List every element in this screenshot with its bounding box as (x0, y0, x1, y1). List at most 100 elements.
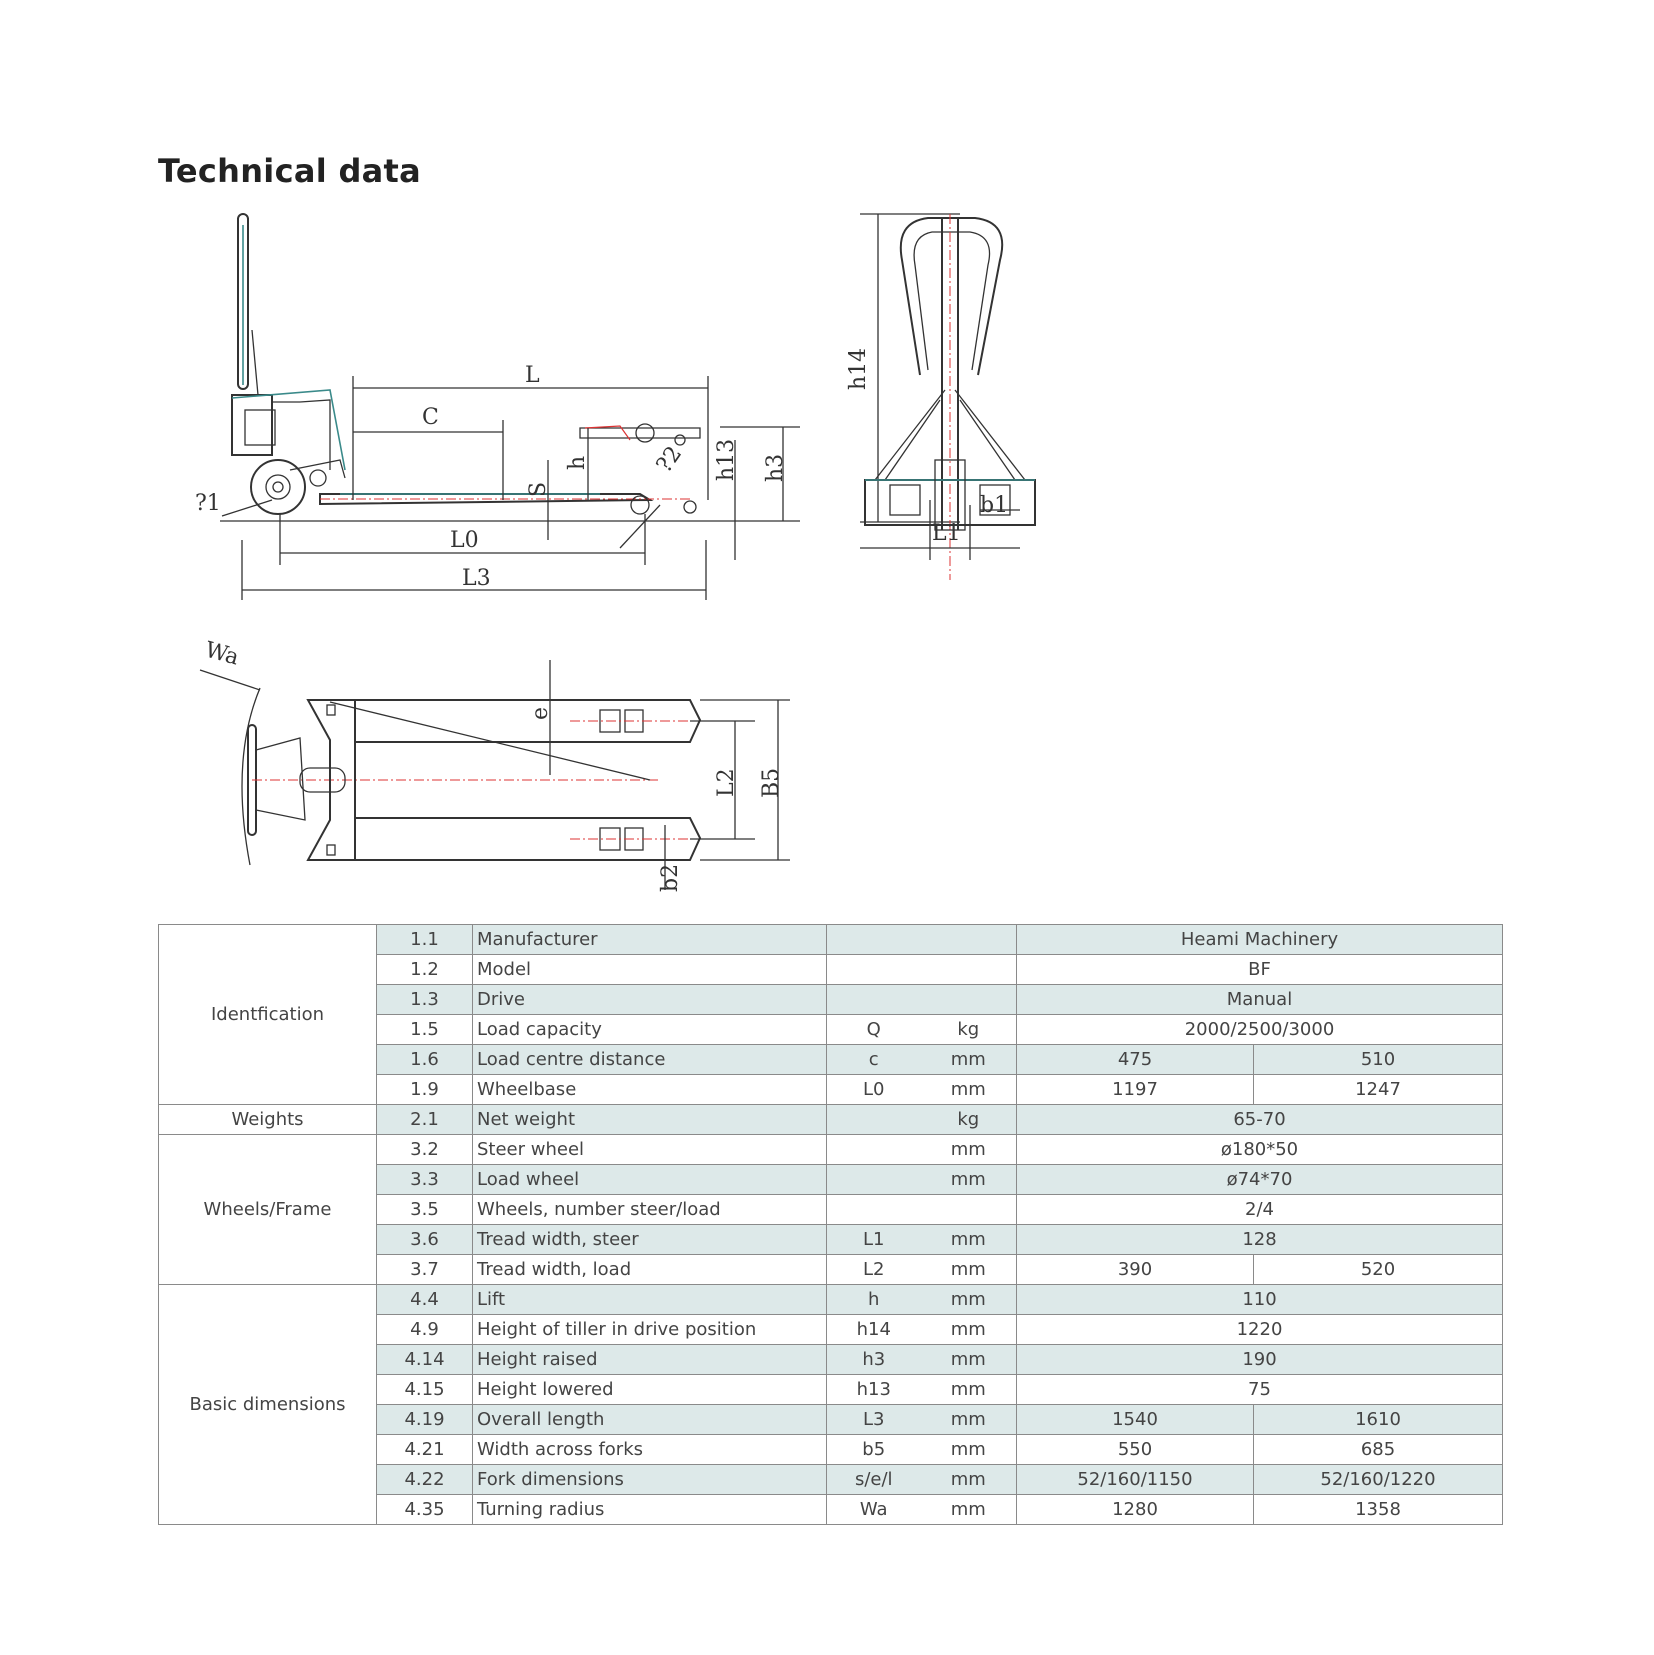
row-unit: kg (920, 1014, 1017, 1045)
row-symbol: b5 (826, 1434, 921, 1465)
group-label: Wheels/Frame (158, 1134, 377, 1285)
row-name: Tread width, steer (472, 1224, 827, 1255)
row-number: 4.15 (376, 1374, 473, 1405)
row-symbol: L0 (826, 1074, 921, 1105)
dim-Wa: Wa (202, 638, 241, 671)
row-number: 1.9 (376, 1074, 473, 1105)
row-value: 190 (1016, 1344, 1503, 1375)
front-view-drawing: h14 b1 L1 (846, 213, 1036, 580)
row-unit (920, 1194, 1017, 1225)
row-symbol: L2 (826, 1254, 921, 1285)
row-value-1: 1197 (1016, 1074, 1254, 1105)
row-number: 3.7 (376, 1254, 473, 1285)
top-view-drawing: Wa e L2 B5 b2 (199, 638, 790, 892)
row-unit (920, 984, 1017, 1015)
row-number: 3.6 (376, 1224, 473, 1255)
row-value: 2000/2500/3000 (1016, 1014, 1503, 1045)
row-value: 128 (1016, 1224, 1503, 1255)
dim-S: S (526, 482, 551, 497)
row-unit: mm (920, 1254, 1017, 1285)
group-label: Identfication (158, 924, 377, 1105)
row-number: 1.1 (376, 924, 473, 955)
row-value: 75 (1016, 1374, 1503, 1405)
row-number: 4.14 (376, 1344, 473, 1375)
row-unit (920, 924, 1017, 955)
row-value-2: 510 (1253, 1044, 1503, 1075)
row-value-1: 1280 (1016, 1494, 1254, 1525)
row-unit: mm (920, 1464, 1017, 1495)
row-value: 1220 (1016, 1314, 1503, 1345)
row-name: Lift (472, 1284, 827, 1315)
dim-C: C (422, 405, 439, 430)
row-name: Turning radius (472, 1494, 827, 1525)
row-unit: mm (920, 1404, 1017, 1435)
row-name: Tread width, load (472, 1254, 827, 1285)
dim-h3: h3 (763, 454, 788, 482)
row-name: Model (472, 954, 827, 985)
page-title: Technical data (158, 152, 422, 190)
row-name: Fork dimensions (472, 1464, 827, 1495)
row-unit: mm (920, 1374, 1017, 1405)
row-number: 1.5 (376, 1014, 473, 1045)
side-view-drawing: L C S h h13 h3 ?1 ?2 L0 L3 (195, 213, 800, 600)
row-value-1: 550 (1016, 1434, 1254, 1465)
row-value-2: 520 (1253, 1254, 1503, 1285)
row-number: 4.21 (376, 1434, 473, 1465)
dim-h: h (565, 456, 590, 470)
row-value: Manual (1016, 984, 1503, 1015)
dim-h13: h13 (714, 439, 739, 481)
row-unit (920, 954, 1017, 985)
row-unit: mm (920, 1344, 1017, 1375)
row-name: Net weight (472, 1104, 827, 1135)
row-number: 3.5 (376, 1194, 473, 1225)
row-value-1: 1540 (1016, 1404, 1254, 1435)
dim-L3: L3 (462, 566, 491, 591)
row-name: Load centre distance (472, 1044, 827, 1075)
row-number: 2.1 (376, 1104, 473, 1135)
row-value-2: 1358 (1253, 1494, 1503, 1525)
row-number: 4.4 (376, 1284, 473, 1315)
row-value: BF (1016, 954, 1503, 985)
row-name: Height of tiller in drive position (472, 1314, 827, 1345)
group-label: Basic dimensions (158, 1284, 377, 1525)
row-number: 4.22 (376, 1464, 473, 1495)
dim-h14: h14 (846, 348, 871, 390)
dim-b1: b1 (980, 493, 1008, 518)
row-number: 1.2 (376, 954, 473, 985)
row-value-1: 390 (1016, 1254, 1254, 1285)
row-unit: mm (920, 1134, 1017, 1165)
row-value-2: 1247 (1253, 1074, 1503, 1105)
row-unit: mm (920, 1164, 1017, 1195)
row-unit: kg (920, 1104, 1017, 1135)
row-unit: mm (920, 1224, 1017, 1255)
row-name: Steer wheel (472, 1134, 827, 1165)
row-value-1: 475 (1016, 1044, 1254, 1075)
dim-L1: L1 (932, 521, 961, 546)
row-unit: mm (920, 1434, 1017, 1465)
row-value: ø74*70 (1016, 1164, 1503, 1195)
row-unit: mm (920, 1494, 1017, 1525)
row-value: 2/4 (1016, 1194, 1503, 1225)
row-symbol: h3 (826, 1344, 921, 1375)
row-symbol: c (826, 1044, 921, 1075)
row-value: ø180*50 (1016, 1134, 1503, 1165)
row-symbol: L3 (826, 1404, 921, 1435)
row-name: Drive (472, 984, 827, 1015)
row-value-2: 52/160/1220 (1253, 1464, 1503, 1495)
row-name: Load wheel (472, 1164, 827, 1195)
dim-L2: L2 (714, 768, 739, 797)
row-number: 4.19 (376, 1404, 473, 1435)
row-value: 110 (1016, 1284, 1503, 1315)
row-symbol (826, 1194, 921, 1225)
